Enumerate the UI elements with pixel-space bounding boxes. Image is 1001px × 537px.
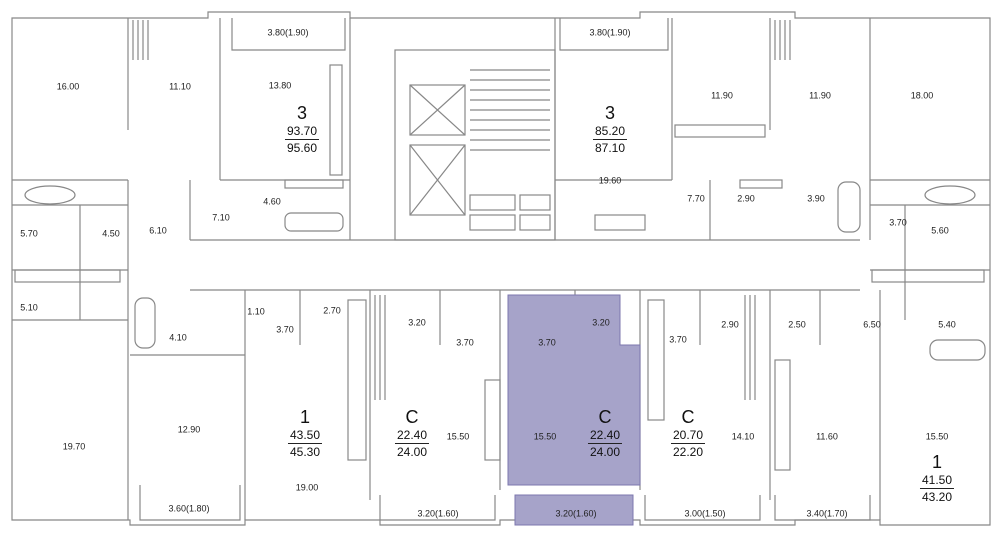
room-area-label: 5.70 [20, 228, 38, 239]
apartment-area: 22.40 [394, 428, 430, 444]
apartment-total-area: 24.00 [589, 445, 621, 459]
room-area-label: 7.10 [212, 212, 230, 223]
room-area-label: 19.60 [598, 175, 622, 186]
apartment-type: 3 [604, 103, 615, 123]
room-area-label: 12.90 [177, 424, 201, 435]
room-area-label: 6.50 [863, 319, 881, 330]
apartment-area: 93.70 [284, 124, 320, 140]
balcony-area-label: 3.80(1.90) [589, 27, 631, 38]
room-area-label: 3.70 [889, 217, 907, 228]
room-area-label: 5.10 [20, 302, 38, 313]
room-area-label: 3.90 [807, 193, 825, 204]
room-area-label: 14.10 [731, 431, 755, 442]
room-area-label: 3.20 [592, 317, 610, 328]
apartment-type: 1 [931, 452, 942, 472]
apartment-label-1[interactable]: 3 93.70 95.60 [284, 103, 320, 155]
room-area-label: 2.70 [323, 305, 341, 316]
highlighted-apartment[interactable] [507, 294, 641, 526]
apartment-area: 22.40 [587, 428, 623, 444]
room-area-label: 19.70 [62, 441, 86, 452]
apartment-label-4[interactable]: C 22.40 24.00 [394, 407, 430, 459]
balcony-area-label: 3.20(1.60) [417, 508, 459, 519]
room-area-label: 2.90 [721, 319, 739, 330]
room-area-label: 3.70 [276, 324, 294, 335]
room-area-label: 15.50 [533, 431, 557, 442]
walls [11, 11, 991, 526]
apartment-total-area: 24.00 [396, 445, 428, 459]
apartment-total-area: 87.10 [594, 141, 626, 155]
apartment-label-2[interactable]: 3 85.20 87.10 [592, 103, 628, 155]
apartment-area: 85.20 [592, 124, 628, 140]
apartment-total-area: 45.30 [289, 445, 321, 459]
apartment-label-3[interactable]: 1 43.50 45.30 [287, 407, 323, 459]
room-area-label: 3.20 [408, 317, 426, 328]
balcony-area-label: 3.00(1.50) [684, 508, 726, 519]
room-area-label: 11.10 [169, 81, 191, 92]
room-area-label: 18.00 [910, 90, 934, 101]
room-area-label: 3.70 [456, 337, 474, 348]
room-area-label: 3.70 [538, 337, 556, 348]
room-area-label: 4.60 [263, 196, 281, 207]
apartment-area: 43.50 [287, 428, 323, 444]
room-area-label: 7.70 [687, 193, 705, 204]
balcony-area-label: 3.40(1.70) [806, 508, 848, 519]
room-area-label: 15.50 [446, 431, 470, 442]
room-area-label: 11.60 [816, 431, 838, 442]
apartment-type: C [681, 407, 695, 427]
room-area-label: 19.00 [295, 482, 319, 493]
apartment-label-7[interactable]: 1 41.50 43.20 [919, 452, 955, 504]
room-area-label: 3.70 [669, 334, 687, 345]
room-area-label: 13.80 [268, 80, 292, 91]
apartment-label-5[interactable]: C 22.40 24.00 [587, 407, 623, 459]
room-area-label: 11.90 [809, 90, 831, 101]
balcony-area-label: 3.60(1.80) [168, 503, 210, 514]
room-area-label: 4.50 [102, 228, 120, 239]
room-area-label: 15.50 [925, 431, 949, 442]
apartment-area: 41.50 [919, 473, 955, 489]
apartment-type: C [598, 407, 612, 427]
room-area-label: 4.10 [169, 332, 187, 343]
room-area-label: 2.50 [788, 319, 806, 330]
room-area-label: 6.10 [149, 225, 167, 236]
room-area-label: 2.90 [737, 193, 755, 204]
apartment-total-area: 43.20 [921, 490, 953, 504]
apartment-label-6[interactable]: C 20.70 22.20 [670, 407, 706, 459]
room-area-label: 11.90 [711, 90, 733, 101]
room-area-label: 16.00 [56, 81, 80, 92]
apartment-type: 1 [299, 407, 310, 427]
apartment-type: C [405, 407, 419, 427]
apartment-area: 20.70 [670, 428, 706, 444]
balcony-area-label: 3.20(1.60) [555, 508, 597, 519]
room-area-label: 1.10 [247, 306, 265, 317]
apartment-type: 3 [296, 103, 307, 123]
room-area-label: 5.40 [938, 319, 956, 330]
apartment-total-area: 95.60 [286, 141, 318, 155]
apartment-total-area: 22.20 [672, 445, 704, 459]
balcony-area-label: 3.80(1.90) [267, 27, 309, 38]
room-area-label: 5.60 [931, 225, 949, 236]
